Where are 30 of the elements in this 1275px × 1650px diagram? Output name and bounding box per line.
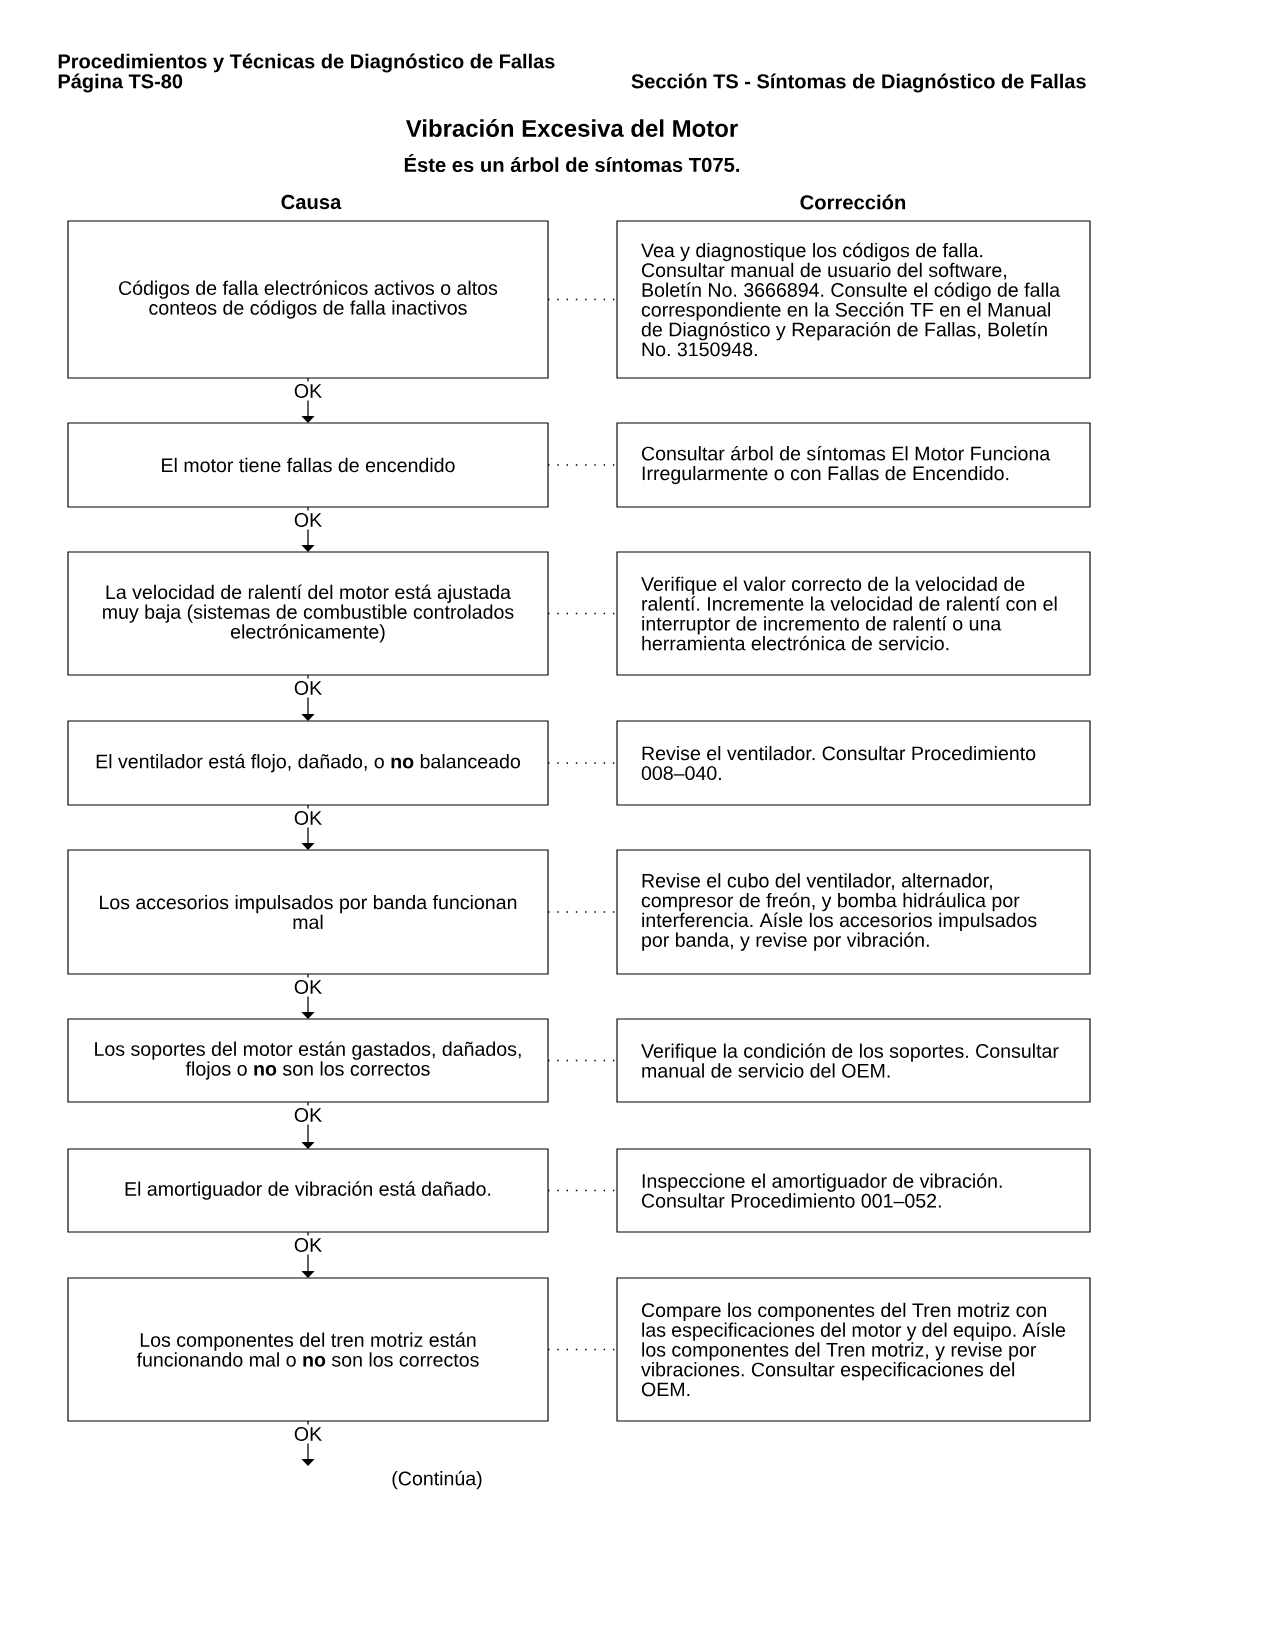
title: Vibración Excesiva del Motor — [405, 119, 738, 137]
correction-box: Revise el cubo del ventilador, alternador, compresor de freón, y bomba hidráulica por interferencia. Aísle los accesorios impulsados por banda, y revise por vibración. — [616, 849, 1091, 975]
cause-box: El ventilador está flojo, dañado, o no balanceado — [67, 720, 549, 806]
correction-box: Compare los componentes del Tren motriz con las especificaciones del motor y del equipo. Aísle los componentes del Tren motriz, y revise por vibraciones. Consultar especificaciones del OEM. — [616, 1277, 1091, 1422]
cause-box: Los componentes del tren motriz están funcionando mal o no son los correctos — [67, 1277, 549, 1422]
edge-label: OK — [291, 1235, 325, 1255]
correction-box: Verifique el valor correcto de la velocidad de ralentí. Incremente la velocidad de ralentí con el interruptor de incremento de ralentí o una herramienta electrónica de servicio. — [616, 551, 1091, 676]
continuation-note: (Continúa) — [392, 1470, 482, 1490]
cause-box: Los accesorios impulsados por banda funcionan mal — [67, 849, 549, 975]
cause-box: La velocidad de ralentí del motor está ajustada muy baja (sistemas de combustible controlados electrónicamente) — [67, 551, 549, 676]
header-text: Página TS-80 — [58, 73, 183, 93]
cause-box: Los soportes del motor están gastados, dañados, flojos o no son los correctos — [67, 1018, 549, 1103]
cause-box: Códigos de falla electrónicos activos o altos conteos de códigos de falla inactivos — [67, 220, 549, 379]
correction-box: Revise el ventilador. Consultar Procedimiento 008–040. — [616, 720, 1091, 806]
header-text: Procedimientos y Técnicas de Diagnóstico de Fallas — [58, 53, 555, 73]
edge-label: OK — [291, 808, 325, 828]
edge-label: OK — [291, 510, 325, 530]
edge-label: OK — [291, 1424, 325, 1444]
correction-box: Inspeccione el amortiguador de vibración. Consultar Procedimiento 001–052. — [616, 1148, 1091, 1233]
edge-label: OK — [291, 977, 325, 997]
edge-label: OK — [291, 1105, 325, 1125]
edge-label: OK — [291, 381, 325, 401]
subtitle: Éste es un árbol de síntomas T075. — [404, 153, 740, 173]
correction-box: Verifique la condición de los soportes. Consultar manual de servicio del OEM. — [616, 1018, 1091, 1103]
correction-box: Vea y diagnostique los códigos de falla. Consultar manual de usuario del software, Boletín No. 3666894. Consulte el código de falla correspondiente en la Sección TF en el Manual de Diagnóstico y Reparación de Fallas, Boletín No. 3150948. — [616, 220, 1091, 379]
correction-box: Consultar árbol de síntomas El Motor Funciona Irregularmente o con Fallas de Encendido. — [616, 422, 1091, 508]
header-text: Sección TS - Síntomas de Diagnóstico de Fallas — [631, 73, 1086, 93]
cause-box: El motor tiene fallas de encendido — [67, 422, 549, 508]
edge-label: OK — [291, 678, 325, 698]
cause-box: El amortiguador de vibración está dañado. — [67, 1148, 549, 1233]
